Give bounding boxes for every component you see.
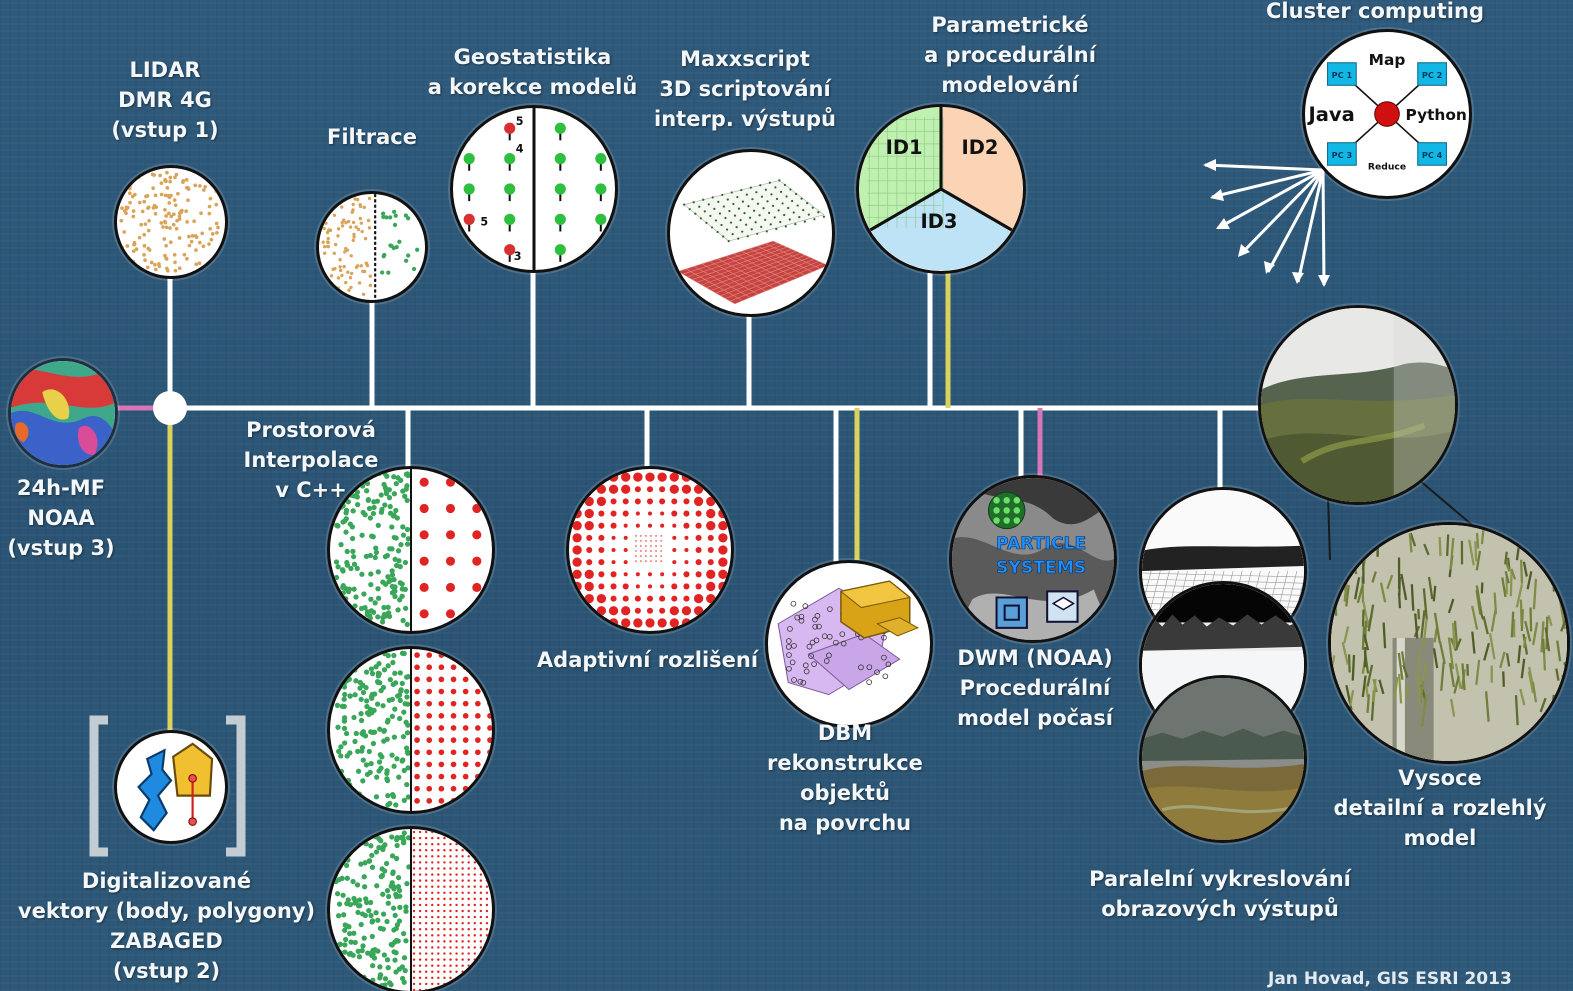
filtrace-circle [316, 191, 428, 303]
geostat-circle: 5 4 5 3 [450, 105, 618, 273]
pc3-label: PC 3 [1332, 150, 1353, 160]
interp-circle-3 [327, 826, 495, 991]
maxx-circle [667, 149, 835, 317]
dwm-circle: PARTICLE SYSTEMS [949, 475, 1117, 643]
zabaged-vector-polygons [117, 733, 225, 841]
cluster-label: Cluster computing [1240, 0, 1510, 26]
sector-id1: ID1 [886, 136, 923, 159]
cluster-map-reduce-diagram: PC 1 PC 2 PC 3 PC 4 Map Java Python Redu… [1305, 32, 1469, 196]
dwm-label: DWM (NOAA) Procedurální model počasí [930, 643, 1140, 733]
pc1-label: PC 1 [1332, 70, 1353, 80]
adapt-resolution-grid [569, 469, 731, 631]
interp-scatter-to-grid [330, 829, 492, 991]
author-credit: Jan Hovad, GIS ESRI 2013 [1268, 969, 1512, 989]
param-circle: ID1 ID2 ID3 [856, 104, 1026, 274]
interp-scatter-to-grid [330, 649, 492, 811]
sector-id3: ID3 [921, 210, 958, 233]
pc4-label: PC 4 [1422, 150, 1443, 160]
geostat-number: 5 [516, 115, 524, 128]
param-sector-diagram: ID1 ID2 ID3 [859, 107, 1023, 271]
parallel-render-3 [1139, 675, 1307, 843]
parallel-label: Paralelní vykreslování obrazových výstup… [1075, 864, 1365, 924]
dbm-circle [765, 560, 933, 728]
sector-id2: ID2 [962, 136, 999, 159]
pc2-label: PC 2 [1422, 70, 1443, 80]
filtrace-label: Filtrace [312, 122, 432, 152]
filtrace-split-scatter [319, 194, 425, 300]
adapt-circle [566, 466, 734, 634]
cluster-python: Python [1406, 106, 1467, 124]
zabaged-circle [114, 730, 228, 844]
cluster-java: Java [1307, 103, 1355, 126]
geostat-tree-grid: 5 4 5 3 [453, 108, 615, 270]
dbm-building-reconstruction [768, 563, 930, 725]
noaa-label: 24h-MF NOAA (vstup 3) [0, 473, 122, 563]
vysoce-label: Vysoce detailní a rozlehlý model [1320, 763, 1560, 853]
tree-closeup-circle [1328, 522, 1570, 764]
geostat-number: 4 [516, 143, 524, 156]
geostat-label: Geostatistika a korekce modelů [410, 42, 655, 102]
systems-text: SYSTEMS [996, 558, 1086, 578]
interp-circle-2 [327, 646, 495, 814]
geostat-number: 5 [480, 215, 488, 228]
noaa-circle [8, 358, 118, 468]
tree-closeup-photo [1331, 525, 1567, 761]
lidar-circle [114, 165, 228, 279]
dwm-particle-systems: PARTICLE SYSTEMS [952, 478, 1114, 640]
geostat-number: 3 [514, 250, 522, 263]
interp-circle-1 [327, 466, 495, 634]
param-label: Parametrické a procedurální modelování [905, 10, 1115, 100]
lidar-point-cloud [117, 168, 225, 276]
cluster-reduce: Reduce [1368, 161, 1406, 172]
terrain-overview-circle [1258, 305, 1458, 505]
interp-scatter-to-grid [330, 469, 492, 631]
noaa-weather-map [11, 361, 115, 465]
zabaged-label: Digitalizované vektory (body, polygony) … [0, 866, 333, 986]
dbm-label: DBM rekonstrukce objektů na povrchu [735, 718, 955, 838]
terrain-overview-photo [1261, 308, 1455, 502]
cluster-circle: PC 1 PC 2 PC 3 PC 4 Map Java Python Redu… [1302, 29, 1472, 199]
adapt-label: Adaptivní rozlišení [535, 645, 760, 675]
maxx-3d-planes [670, 152, 832, 314]
lidar-label: LIDAR DMR 4G (vstup 1) [95, 55, 235, 145]
cluster-map: Map [1369, 51, 1406, 69]
maxx-label: Maxxscript 3D scriptování interp. výstup… [645, 44, 845, 134]
main-junction [153, 391, 187, 425]
render-landscape [1142, 678, 1304, 840]
particle-text: PARTICLE [996, 534, 1086, 554]
